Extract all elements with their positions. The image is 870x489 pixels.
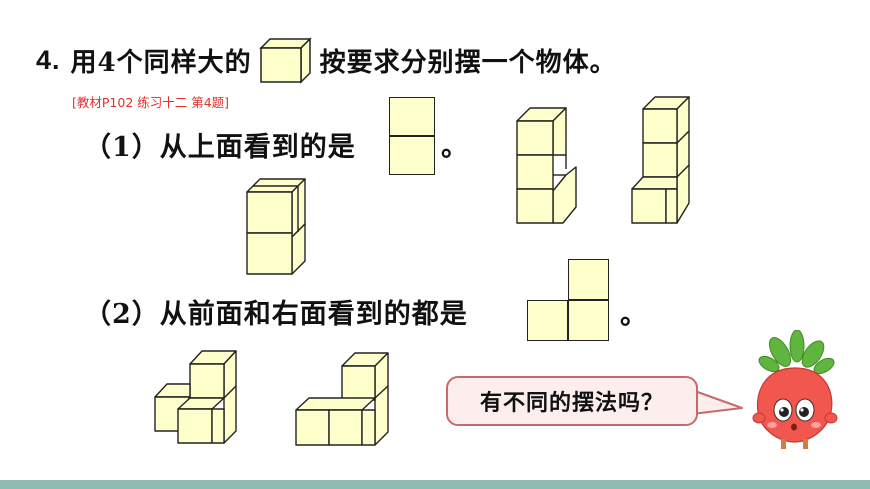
part2-figure-a (154, 350, 237, 444)
radish-mascot (752, 330, 838, 449)
speech-bubble-text: 有不同的摆法吗？ (479, 390, 664, 416)
question-title: 4. 用4个同样大的 按要求分别摆一个物体。 (36, 36, 617, 84)
front-right-view-shape (527, 259, 609, 341)
part1-figure-c (631, 96, 690, 224)
question-number: 4. (36, 44, 61, 75)
part1-period: 。 (441, 132, 468, 163)
view-square (568, 259, 609, 300)
question-text-after: 按要求分别摆一个物体。 (319, 47, 617, 78)
top-view-shape (389, 97, 435, 175)
question-text-before: 用4个同样大的 (70, 47, 252, 78)
top-view-square (389, 136, 435, 175)
part1-figure-b (516, 107, 577, 224)
part2-figure-b (295, 352, 389, 446)
part2-period: 。 (620, 300, 647, 331)
view-square (527, 300, 568, 341)
part1-figure-a (246, 178, 306, 275)
textbook-reference: [教材P102 练习十二 第4题] (72, 95, 230, 110)
part2-label: （2）从前面和右面看到的都是 (84, 299, 468, 330)
speech-bubble: 有不同的摆法吗？ (446, 376, 698, 426)
bottom-bar (0, 480, 870, 489)
cube-icon (258, 37, 312, 84)
top-view-square (389, 97, 435, 136)
view-square (568, 300, 609, 341)
speech-bubble-tail (690, 389, 743, 415)
part1-label: （1）从上面看到的是 (84, 132, 356, 163)
